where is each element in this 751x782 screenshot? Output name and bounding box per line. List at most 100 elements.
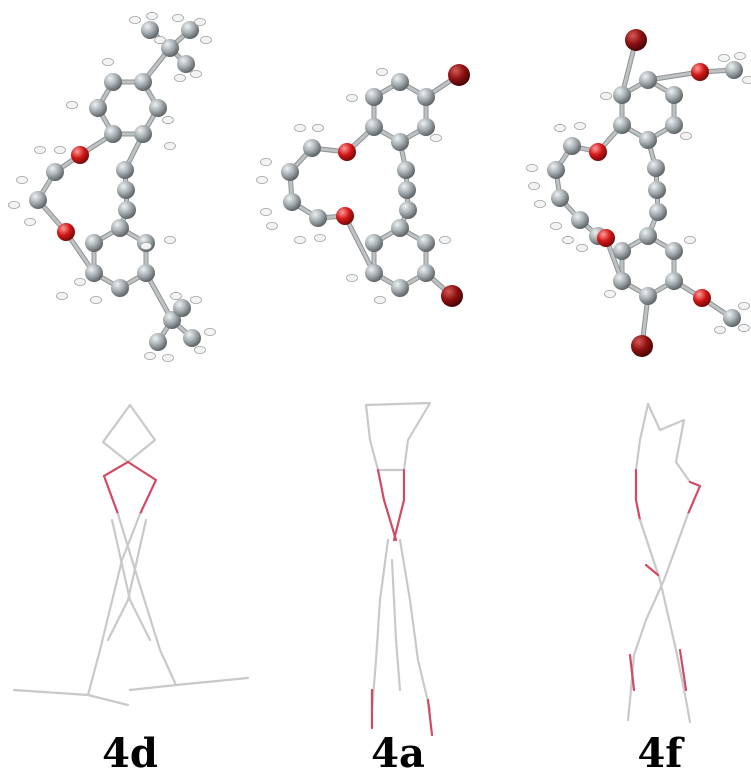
carbon-atom [161, 39, 179, 57]
wire-oxygen-left [102, 460, 130, 516]
wire-oxygen-left [376, 468, 398, 542]
hydrogen-atom [266, 221, 278, 230]
ball-stick-model-4f [526, 29, 751, 357]
carbon-atom [281, 163, 299, 181]
wireframe-model-4f [626, 402, 702, 724]
hydrogen-atom [16, 175, 28, 184]
hydrogen-atom [294, 124, 306, 133]
hydrogen-atom [684, 235, 696, 244]
carbon-atom [134, 125, 152, 143]
hydrogen-atom [256, 175, 268, 184]
carbon-atom [571, 211, 589, 229]
carbon-atom [647, 159, 665, 177]
hydrogen-atom [90, 295, 102, 304]
wire-chain-right [646, 402, 692, 484]
wire-ring-left [116, 512, 178, 687]
hydrogen-atom [439, 235, 451, 244]
wire-oxygen-left [634, 468, 642, 522]
carbon-atom [141, 21, 159, 39]
wire-ring-right [86, 512, 142, 697]
hydrogen-atom [714, 325, 726, 334]
oxygen-atom [57, 223, 75, 241]
wire-ring-a [370, 538, 390, 712]
hydrogen-atom [738, 323, 750, 332]
hydrogen-atom [54, 145, 66, 154]
carbon-atom [173, 299, 191, 317]
hydrogen-atom [164, 141, 176, 150]
hydrogen-atom [346, 273, 358, 282]
hydrogen-atom [734, 52, 746, 61]
hydrogen-atom [550, 221, 562, 230]
carbon-atom [309, 209, 327, 227]
carbon-atom [551, 189, 569, 207]
hydrogen-atom [162, 353, 174, 362]
carbon-atom [303, 139, 321, 157]
wire-br-right [426, 698, 434, 737]
hydrogen-atom [146, 11, 158, 20]
hydrogen-atom [554, 124, 566, 133]
carbon-atom [111, 279, 129, 297]
wire-br-left [628, 653, 636, 692]
compound-label-4d: 4d [102, 730, 158, 777]
bromine-atom [625, 29, 647, 51]
atom-group [8, 11, 216, 362]
oxygen-atom [589, 143, 607, 161]
carbon-atom [104, 73, 122, 91]
hydrogen-atom [534, 199, 546, 208]
hydrogen-atom [74, 277, 86, 286]
carbon-atom [613, 86, 631, 104]
wire-alkyne-a [110, 518, 152, 642]
hydrogen-atom [260, 207, 272, 216]
oxygen-atom [71, 146, 89, 164]
wireframe-model-4d [12, 403, 250, 707]
carbon-atom [665, 272, 683, 290]
carbon-atom [639, 71, 657, 89]
hydrogen-atom [314, 233, 326, 242]
carbon-atom [365, 264, 383, 282]
hydrogen-atom [56, 291, 68, 300]
carbon-atom [639, 287, 657, 305]
wire-alkyne-b [106, 518, 148, 642]
bond-group [287, 72, 462, 299]
bromine-atom [631, 335, 653, 357]
hydrogen-atom [34, 145, 46, 154]
carbon-atom [46, 163, 64, 181]
hydrogen-atom [154, 36, 166, 45]
oxygen-atom [693, 289, 711, 307]
hydrogen-atom [162, 116, 174, 125]
carbon-atom [398, 181, 416, 199]
hydrogen-atom [742, 76, 751, 84]
hydrogen-atom [66, 101, 78, 110]
carbon-atom [639, 131, 657, 149]
carbon-atom [613, 116, 631, 134]
hydrogen-atom [190, 70, 202, 79]
hydrogen-atom [374, 295, 386, 304]
carbon-atom [163, 311, 181, 329]
compound-label-4a: 4a [371, 730, 425, 777]
wire-tbu-left [12, 688, 130, 707]
carbon-atom [181, 21, 199, 39]
hydrogen-atom [312, 124, 324, 133]
carbon-atom [104, 125, 122, 143]
carbon-atom [613, 272, 631, 290]
hydrogen-atom [24, 217, 36, 226]
carbon-atom [85, 264, 103, 282]
bond-highlight [343, 214, 376, 275]
wire-oxygen-right [686, 480, 702, 516]
carbon-atom [116, 161, 134, 179]
carbon-atom [117, 181, 135, 199]
wire-ring-b [398, 538, 432, 712]
carbon-atom [391, 279, 409, 297]
hydrogen-atom [430, 133, 442, 142]
hydrogen-atom [376, 68, 388, 77]
hydrogen-atom [204, 327, 216, 336]
hydrogen-atom [194, 17, 206, 26]
hydrogen-atom [294, 235, 306, 244]
carbon-atom [134, 73, 152, 91]
carbon-atom [649, 203, 667, 221]
carbon-atom [397, 161, 415, 179]
hydrogen-atom [200, 36, 212, 45]
atom-group [256, 64, 470, 307]
wire-chain [364, 401, 432, 472]
